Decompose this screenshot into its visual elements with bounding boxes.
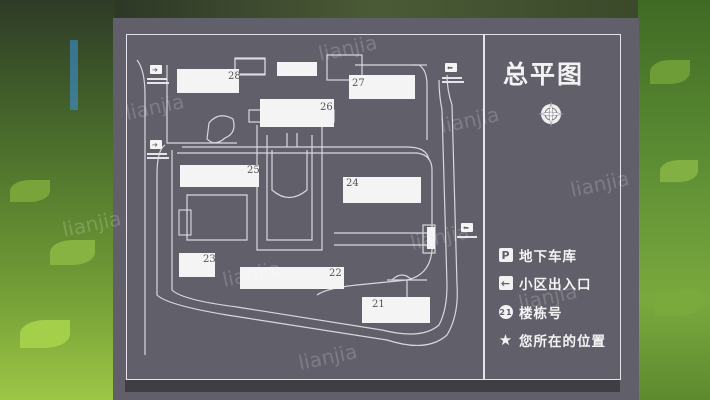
- sign-base: [125, 380, 620, 392]
- legend-building-number: 21 楼栋号: [499, 302, 563, 322]
- entrance-arrow-icon: ←: [499, 276, 513, 290]
- building-24-label: 24: [346, 178, 359, 189]
- building-23-label: 23: [203, 254, 216, 265]
- parking-icon: P: [499, 248, 513, 262]
- sign-title: 总平图: [503, 60, 585, 89]
- building-21: [362, 297, 430, 323]
- star-icon: ★: [498, 331, 514, 349]
- svg-text:➔: ➔: [152, 66, 158, 74]
- legend-entrance: ← 小区出入口: [499, 273, 592, 293]
- building-27: [349, 75, 415, 99]
- legend-you-are-here: ★ 您所在的位置: [499, 330, 606, 350]
- building-27-label: 27: [352, 78, 365, 89]
- legend-label: 楼栋号: [519, 306, 563, 322]
- building-26-label: 26: [320, 102, 333, 113]
- legend-label: 小区出入口: [519, 277, 592, 293]
- legend-label: 您所在的位置: [519, 334, 606, 350]
- svg-text:⬅: ⬅: [463, 224, 469, 232]
- building-23: [179, 253, 215, 277]
- building-25-label: 25: [247, 165, 260, 176]
- panel-divider: [483, 34, 485, 380]
- svg-text:➔: ➔: [152, 141, 158, 149]
- svg-text:⬅: ⬅: [447, 64, 453, 72]
- building-26: [260, 99, 334, 127]
- compass-rose-icon: [536, 99, 566, 129]
- building-25: [180, 165, 259, 187]
- sign-frame: [126, 34, 621, 380]
- building-22: [240, 267, 344, 289]
- building-24: [343, 177, 421, 203]
- legend-panel: 总平图 P 地下车库 ← 小区出入口 21 楼栋号 ★ 您所在的位置: [485, 35, 620, 379]
- building-28: [177, 69, 239, 93]
- building-21-label: 21: [372, 299, 385, 310]
- building-28-label: 28: [228, 71, 241, 82]
- site-map: ➔ ➔ ⬅ ⬅ 28 27 26 25 24 23 22 21: [127, 35, 483, 379]
- building-number-icon: 21: [499, 305, 513, 319]
- legend-label: 地下车库: [519, 249, 577, 265]
- legend-parking: P 地下车库: [499, 245, 577, 265]
- building-22-label: 22: [329, 268, 342, 279]
